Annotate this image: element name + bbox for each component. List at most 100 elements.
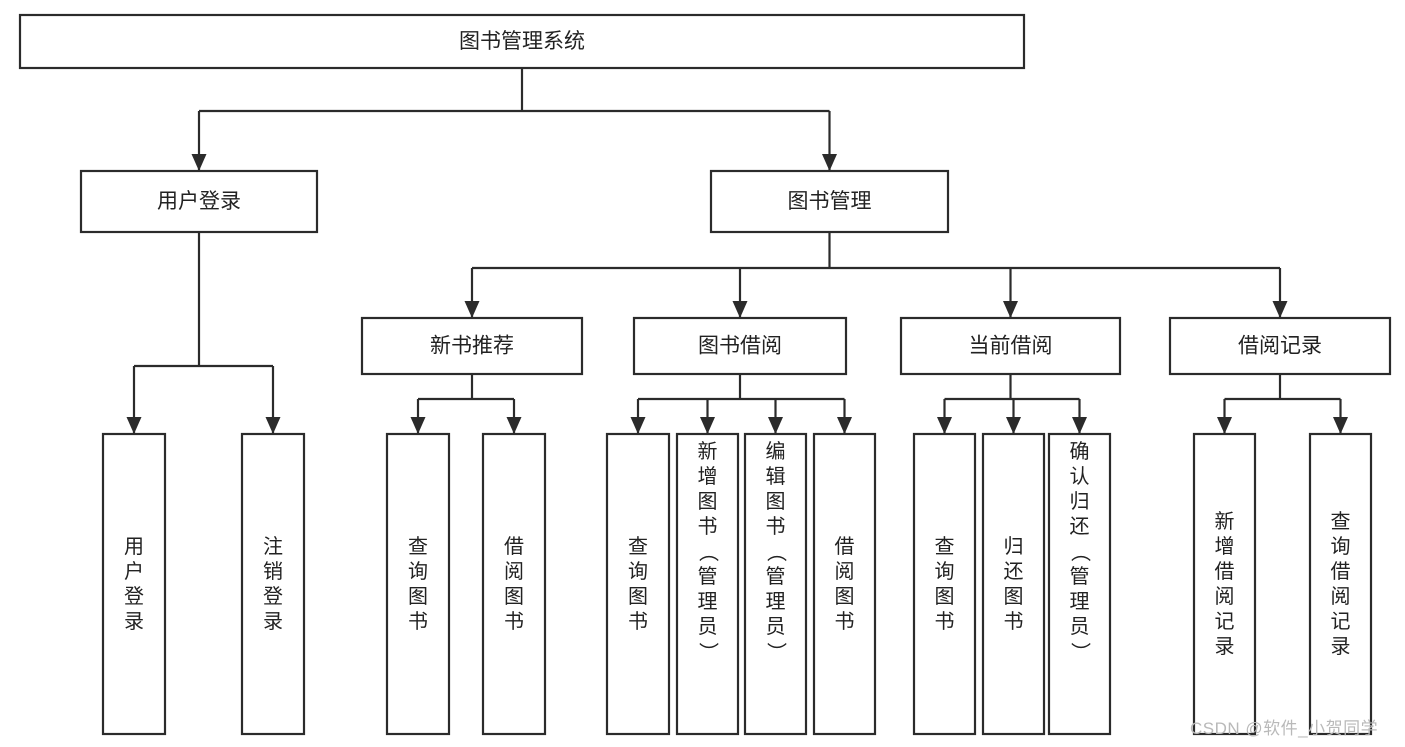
- node-label-char: 确: [1070, 440, 1090, 463]
- node-label-char: 用: [124, 536, 144, 558]
- connector-edge-currentborrow-to-leaves: [937, 374, 1087, 434]
- node-new-book-recommend[interactable]: 新书推荐: [360, 316, 584, 376]
- node-label-char: （: [697, 542, 720, 562]
- node-box-leaf-borrow-book-borrow: [812, 432, 877, 736]
- node-box-book-management: [709, 169, 950, 234]
- node-label-current-borrow: 当前借阅: [969, 335, 1053, 358]
- node-label-char: （: [1069, 542, 1092, 562]
- node-leaf-user-login[interactable]: 用户登录: [101, 432, 167, 736]
- node-current-borrow[interactable]: 当前借阅: [899, 316, 1122, 376]
- node-label-char: 图: [408, 586, 428, 608]
- arrow-head-icon: [265, 417, 281, 434]
- arrow-head-icon: [937, 417, 952, 434]
- node-label-char: 员: [698, 616, 718, 638]
- arrow-head-icon: [506, 417, 522, 434]
- arrow-head-icon: [1272, 301, 1288, 318]
- node-label-char: 理: [698, 591, 718, 613]
- node-label-root: 图书管理系统: [459, 30, 585, 53]
- node-label-char: ）: [697, 642, 720, 662]
- node-label-char: 询: [408, 560, 428, 583]
- node-label-char: 员: [766, 616, 786, 638]
- arrow-head-icon: [822, 154, 837, 171]
- node-label-char: 查: [408, 535, 428, 558]
- connector-edge-bookmgmt-to-level3: [464, 232, 1288, 318]
- node-label-char: 借: [504, 535, 524, 558]
- nodes-layer: 图书管理系统用户登录图书管理新书推荐图书借阅当前借阅借阅记录用户登录注销登录查询…: [18, 13, 1392, 736]
- node-label-char: 管: [698, 565, 718, 588]
- node-label-char: 借: [835, 535, 855, 558]
- node-box-leaf-borrow-book-rec: [481, 432, 547, 736]
- node-box-leaf-query-book-current: [912, 432, 977, 736]
- node-label-char: 图: [766, 491, 786, 513]
- node-borrow-record[interactable]: 借阅记录: [1168, 316, 1392, 376]
- node-box-current-borrow: [899, 316, 1122, 376]
- node-user-login[interactable]: 用户登录: [79, 169, 319, 234]
- node-box-borrow-record: [1168, 316, 1392, 376]
- arrow-head-icon: [1003, 301, 1018, 318]
- node-label-char: 登: [263, 585, 283, 608]
- node-label-char: 登: [124, 585, 144, 608]
- node-label-char: 新: [698, 440, 718, 463]
- node-label-char: 图: [698, 491, 718, 513]
- arrow-head-icon: [1333, 417, 1348, 434]
- node-label-book-management: 图书管理: [788, 190, 872, 213]
- node-label-char: 书: [698, 515, 718, 538]
- node-box-leaf-logout: [240, 432, 306, 736]
- connectors-layer: [126, 68, 1348, 434]
- node-label-char: 询: [628, 560, 648, 583]
- node-book-borrow[interactable]: 图书借阅: [632, 316, 848, 376]
- node-label-user-login: 用户登录: [157, 190, 241, 213]
- node-label-char: 询: [935, 560, 955, 583]
- node-label-char: 户: [124, 560, 144, 583]
- arrow-head-icon: [126, 417, 142, 434]
- node-box-user-login: [79, 169, 319, 234]
- node-label-char: 还: [1070, 515, 1090, 538]
- arrow-head-icon: [1217, 417, 1232, 434]
- node-label-char: 增: [1215, 535, 1235, 558]
- node-label-char: 员: [1070, 616, 1090, 638]
- connector-edge-userlogin-to-leaves: [126, 232, 281, 434]
- node-label-char: 注: [263, 535, 283, 558]
- connector-edge-borrowrecord-to-leaves: [1217, 374, 1348, 434]
- node-label-char: 图: [504, 586, 524, 608]
- node-label-char: 阅: [835, 560, 855, 583]
- arrow-head-icon: [410, 417, 426, 434]
- node-book-management[interactable]: 图书管理: [709, 169, 950, 234]
- node-label-char: 理: [766, 591, 786, 613]
- node-label-char: 查: [935, 535, 955, 558]
- node-label-char: 辑: [766, 465, 786, 488]
- node-box-book-borrow: [632, 316, 848, 376]
- node-label-char: 销: [263, 560, 283, 583]
- node-label-char: 还: [1004, 560, 1024, 583]
- node-label-new-book-recommend: 新书推荐: [430, 335, 514, 358]
- node-root[interactable]: 图书管理系统: [18, 13, 1026, 70]
- node-label-char: 阅: [1331, 585, 1351, 608]
- node-label-char: 记: [1331, 610, 1351, 633]
- arrow-head-icon: [837, 417, 852, 434]
- node-label-char: 归: [1070, 490, 1090, 513]
- arrow-head-icon: [768, 417, 783, 434]
- arrow-head-icon: [630, 417, 646, 434]
- arrow-head-icon: [1072, 417, 1087, 434]
- node-box-new-book-recommend: [360, 316, 584, 376]
- node-label-char: 录: [124, 611, 144, 633]
- node-label-char: 认: [1070, 465, 1090, 488]
- arrow-head-icon: [700, 417, 715, 434]
- node-box-leaf-edit-book-admin: [743, 432, 808, 736]
- node-label-char: 归: [1004, 535, 1024, 558]
- node-label-char: 阅: [1215, 585, 1235, 608]
- node-label-char: ）: [765, 642, 788, 662]
